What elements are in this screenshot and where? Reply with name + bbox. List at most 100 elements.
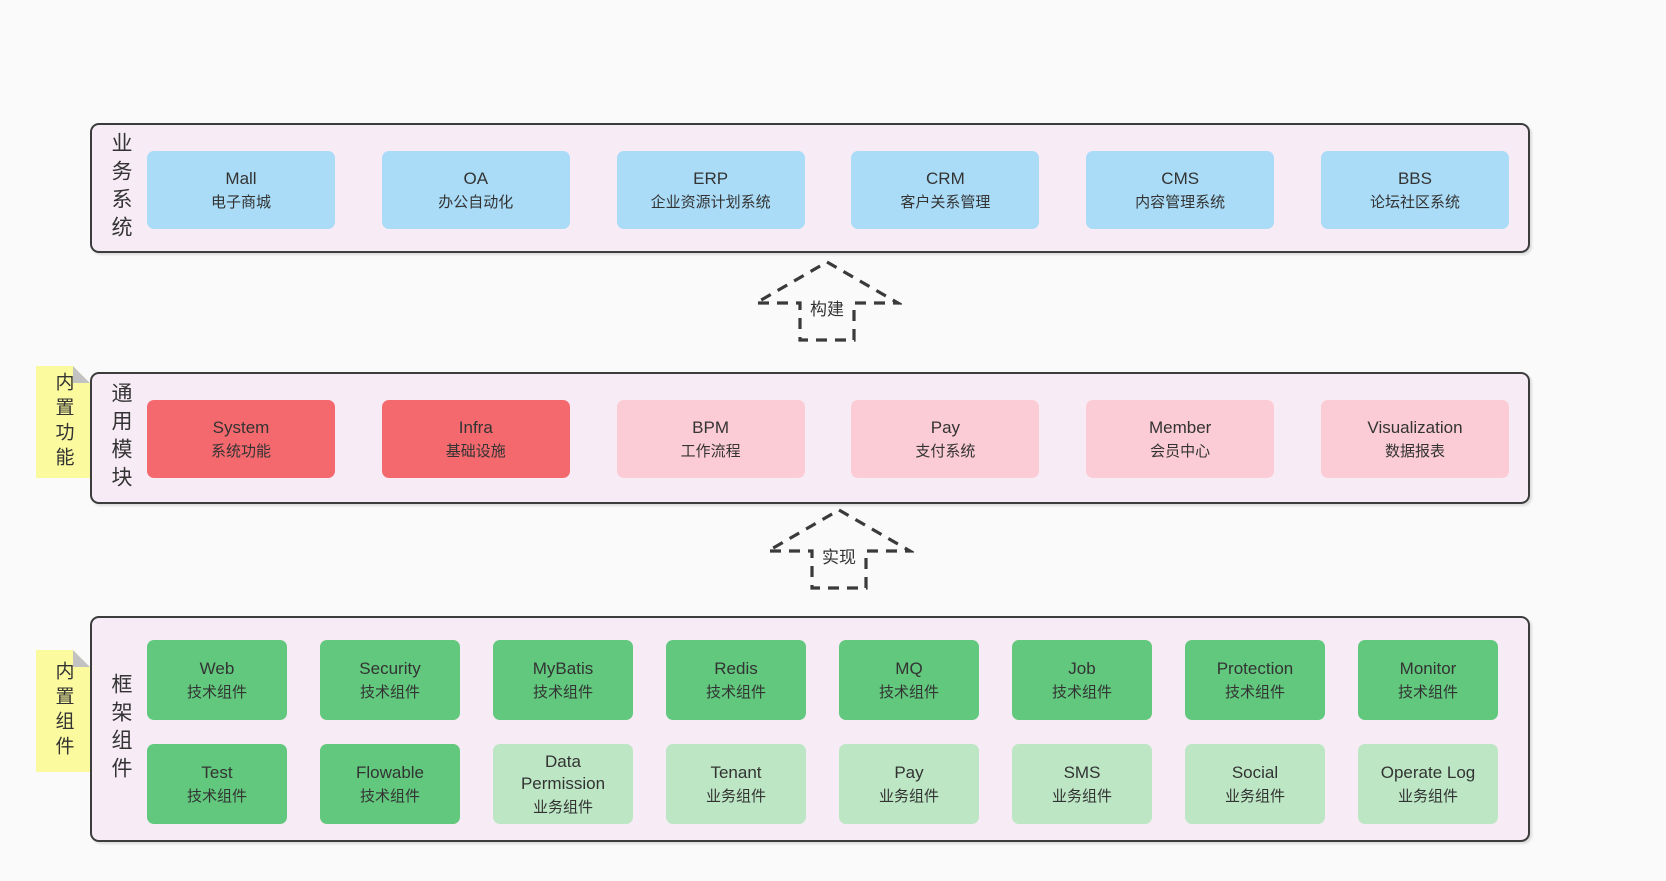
box-subtitle: 工作流程 [680, 442, 741, 460]
box-flowable: Flowable 技术组件 [320, 744, 460, 824]
arrow-implement: 实现 [764, 506, 914, 592]
section-common-modules: 通用模块 System 系统功能 Infra 基础设施 BPM 工作流程 Pay 支付系统 Me… [90, 372, 1530, 504]
box-subtitle: 系统功能 [210, 442, 271, 460]
box-subtitle: 技术组件 [1397, 683, 1458, 701]
box-title: Web [199, 658, 235, 678]
box-subtitle: 客户关系管理 [900, 193, 991, 211]
box-visualization: Visualization 数据报表 [1320, 400, 1509, 478]
box-erp: ERP 企业资源计划系统 [616, 151, 805, 229]
box-subtitle: 业务组件 [1051, 787, 1112, 805]
box-subtitle: 会员中心 [1150, 442, 1211, 460]
box-subtitle: 支付系统 [915, 442, 976, 460]
box-subtitle: 基础设施 [445, 442, 506, 460]
box-subtitle: 业务组件 [1224, 787, 1285, 805]
box-redis: Redis 技术组件 [666, 640, 806, 720]
section-framework-components-label: 框架组件 [109, 673, 132, 785]
box-test: Test 技术组件 [147, 744, 287, 824]
box-title: Tenant [710, 762, 762, 782]
box-subtitle: 业务组件 [705, 787, 766, 805]
box-data-permission: Data Permission 业务组件 [493, 744, 633, 824]
box-subtitle: 论坛社区系统 [1369, 193, 1460, 211]
box-title: Operate Log [1380, 762, 1476, 782]
box-subtitle: 办公自动化 [438, 193, 514, 211]
sticky-note-built-in-functions-label: 内置功能 [52, 372, 74, 472]
section-common-modules-label: 通用模块 [109, 382, 132, 494]
box-title: BBS [1397, 168, 1432, 188]
box-subtitle: 技术组件 [705, 683, 766, 701]
box-pay: Pay 支付系统 [851, 400, 1040, 478]
box-title: Data Permission [520, 751, 606, 793]
arrow-up-icon [752, 260, 902, 342]
box-title: Infra [458, 417, 493, 437]
box-subtitle: 技术组件 [186, 683, 247, 701]
box-title: Test [201, 762, 233, 782]
box-subtitle: 企业资源计划系统 [650, 193, 771, 211]
box-sms: SMS 业务组件 [1012, 744, 1152, 824]
box-title: MQ [895, 658, 923, 678]
box-web: Web 技术组件 [147, 640, 287, 720]
box-cms: CMS 内容管理系统 [1086, 151, 1275, 229]
box-title: MyBatis [532, 658, 594, 678]
box-mq: MQ 技术组件 [839, 640, 979, 720]
section-business-systems-label: 业务系统 [109, 132, 132, 244]
box-title: Pay [930, 417, 961, 437]
box-title: Pay [894, 762, 924, 782]
box-subtitle: 内容管理系统 [1135, 193, 1226, 211]
box-title: Security [359, 658, 421, 678]
box-security: Security 技术组件 [320, 640, 460, 720]
box-title: BPM [692, 417, 730, 437]
box-title: Redis [714, 658, 758, 678]
box-mybatis: MyBatis 技术组件 [493, 640, 633, 720]
box-bbs: BBS 论坛社区系统 [1320, 151, 1509, 229]
box-title: CRM [926, 168, 965, 188]
box-subtitle: 技术组件 [186, 787, 247, 805]
common-modules-grid: System 系统功能 Infra 基础设施 BPM 工作流程 Pay 支付系统 Member 会… [147, 400, 1509, 478]
box-title: Job [1068, 658, 1096, 678]
box-bpm: BPM 工作流程 [616, 400, 805, 478]
box-subtitle: 技术组件 [359, 787, 420, 805]
arrow-build-label: 构建 [807, 294, 847, 321]
box-system: System 系统功能 [147, 400, 335, 478]
box-social: Social 业务组件 [1185, 744, 1325, 824]
box-crm: CRM 客户关系管理 [851, 151, 1040, 229]
box-subtitle: 技术组件 [878, 683, 939, 701]
box-title: CMS [1161, 168, 1200, 188]
box-title: Social [1231, 762, 1279, 782]
box-title: System [212, 417, 270, 437]
box-title: Protection [1216, 658, 1294, 678]
box-title: Mall [225, 168, 257, 188]
box-title: Flowable [355, 762, 425, 782]
sticky-note-built-in-components-label: 内置组件 [52, 661, 74, 761]
box-title: SMS [1063, 762, 1101, 782]
box-job: Job 技术组件 [1012, 640, 1152, 720]
box-subtitle: 技术组件 [1224, 683, 1285, 701]
box-subtitle: 技术组件 [359, 683, 420, 701]
box-subtitle: 业务组件 [878, 787, 939, 805]
box-member: Member 会员中心 [1086, 400, 1275, 478]
box-protection: Protection 技术组件 [1185, 640, 1325, 720]
arrow-up-icon [764, 508, 914, 590]
box-subtitle: 技术组件 [532, 683, 593, 701]
box-title: Member [1149, 417, 1212, 437]
box-subtitle: 技术组件 [1051, 683, 1112, 701]
box-subtitle: 业务组件 [532, 798, 593, 816]
box-pay: Pay 业务组件 [839, 744, 979, 824]
box-title: ERP [693, 168, 729, 188]
box-infra: Infra 基础设施 [381, 400, 570, 478]
box-subtitle: 数据报表 [1384, 442, 1445, 460]
arrow-implement-label: 实现 [819, 542, 859, 569]
sticky-note-built-in-components: 内置组件 [36, 650, 90, 772]
box-title: Visualization [1367, 417, 1463, 437]
sticky-note-built-in-functions: 内置功能 [36, 366, 90, 478]
box-tenant: Tenant 业务组件 [666, 744, 806, 824]
arrow-build: 构建 [752, 258, 902, 344]
